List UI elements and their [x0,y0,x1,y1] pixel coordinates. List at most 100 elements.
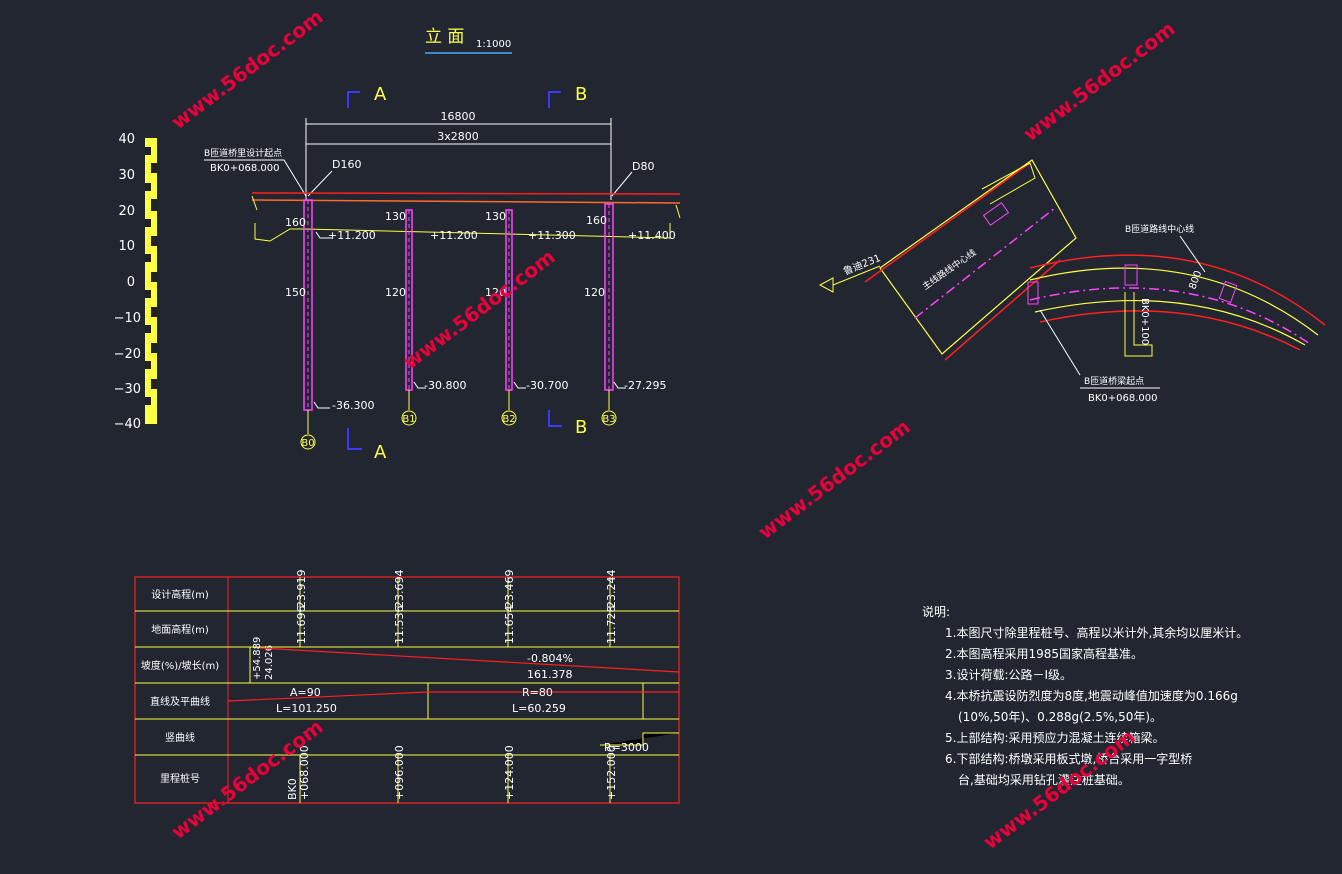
plan-start-label: B匝道桥梁起点 [1084,375,1144,387]
width-dim: 800 [1187,269,1204,291]
profile-table: 设计高程(m) 地面高程(m) 坡度(%)/坡长(m) 直线及平曲线 竖曲线 里… [134,570,680,804]
watermark: www.56doc.com [167,4,328,134]
curve1-l: L=101.250 [276,702,337,715]
ruler-tick: −40 [114,417,141,432]
curve1-a: A=90 [290,686,321,699]
station: +096.000 [393,745,406,800]
watermark: www.56doc.com [754,414,915,544]
pier-b3: B3 160 120 +11.400 -27.295 [584,203,676,426]
start-station: BK0+068.000 [210,163,280,174]
row-label: 坡度(%)/坡长(m) [141,659,219,672]
row-label: 直线及平曲线 [150,695,210,708]
dim-total: 16800 [441,110,476,123]
pier-mid-dim: 150 [285,286,306,299]
main-centerline-label: 主线路线中心线 [920,246,979,292]
row-label: 地面高程(m) [151,623,209,636]
note-line: (10%,50年)、0.288g(2.5%,50年)。 [958,710,1162,724]
pier-mid-dim: 120 [485,286,506,299]
pier-id: B0 [301,438,314,449]
grade-left-2: 24.026 [264,645,275,680]
pier-top-dim: 160 [285,216,306,229]
notes: 说明: 1.本图尺寸除里程桩号、高程以米计外,其余均以厘米计。 2.本图高程采用… [922,604,1248,787]
station: +068.000 [298,745,311,800]
ground-elev: 11.536 [393,606,406,645]
ramp-centerline-label: B匝道路线中心线 [1125,223,1194,235]
ruler-tick: 20 [118,204,135,219]
elevation-title: 立 面 [425,27,464,47]
ruler-tick: 40 [118,132,135,147]
grade-left-1: +54.889 [252,637,263,680]
watermark: www.56doc.com [1019,16,1180,146]
station: BK0 [286,778,299,800]
design-elev: 23.244 [605,570,618,609]
pier-id: B3 [602,414,615,425]
watermarks: www.56doc.com www.56doc.com www.56doc.co… [167,4,1180,854]
grade: -0.804% [527,652,573,665]
vertical-r: R=3000 [604,741,649,754]
ruler-tick: −30 [114,382,141,397]
pier-top-dim: 130 [385,210,406,223]
pier-top-dim: 130 [485,210,506,223]
ruler-tick: 0 [127,275,135,290]
pier-id: B2 [502,414,515,425]
pier-mid-dim: 120 [584,286,605,299]
joint-left: D160 [332,158,361,171]
ground-elev: 11.654 [503,606,516,645]
ruler-tick: 30 [118,168,135,183]
pier-id: B1 [402,414,415,425]
note-line: 1.本图尺寸除里程桩号、高程以米计外,其余均以厘米计。 [945,625,1248,640]
dim-spans: 3x2800 [437,130,479,143]
row-label: 设计高程(m) [151,588,209,601]
note-line: 6.下部结构:桥墩采用板式墩,桥台采用一字型桥 [945,751,1192,766]
ground-elev: 11.728 [605,606,618,645]
note-line: 2.本图高程采用1985国家高程基准。 [945,646,1143,661]
elevation-view: 立 面 1:1000 40 30 20 10 [114,27,681,463]
pier-elev-bottom: -27.295 [624,379,666,392]
pier-elev-top: +11.200 [430,229,478,242]
elevation-scale: 1:1000 [476,39,511,50]
note-line: 台,基础均采用钻孔灌注桩基础。 [958,772,1130,787]
pier-elev-bottom: -30.700 [526,379,568,392]
watermark: www.56doc.com [399,244,560,374]
pier-b2: B2 130 120 +11.300 -30.700 [485,209,576,426]
pier-b1: B1 130 120 +11.200 -30.800 [385,209,478,426]
note-line: 4.本桥抗震设防烈度为8度,地震动峰值加速度为0.166g [945,688,1238,703]
section-b-bottom: B [575,417,587,438]
design-elev: 23.919 [295,570,308,609]
station: +124.000 [503,745,516,800]
pier-elev-top: +11.300 [528,229,576,242]
section-a-top: A [374,84,387,105]
station: +152.000 [605,745,618,800]
design-elev: 23.469 [503,570,516,609]
ruler-tick: 10 [118,239,135,254]
elevation-ruler: 40 30 20 10 0 −10 −20 −30 −40 [114,132,157,432]
pier-mid-dim: 120 [385,286,406,299]
row-label: 里程桩号 [160,772,200,785]
notes-heading: 说明: [922,604,950,619]
pier-top-dim: 160 [586,214,607,227]
pier-b0: B0 160 150 +11.200 -36.300 [285,199,376,450]
plan-station: BK0+100 [1139,298,1150,345]
ground-elev: 11.696 [295,606,308,645]
design-elev: 23.694 [393,570,406,609]
ruler-tick: −20 [114,347,141,362]
plan-start-station: BK0+068.000 [1088,393,1158,404]
curve2-r: R=80 [522,686,553,699]
grade-length: 161.378 [527,668,573,681]
pier-elev-bottom: -30.800 [424,379,466,392]
ruler-tick: −10 [114,311,141,326]
note-line: 5.上部结构:采用预应力混凝土连续箱梁。 [945,730,1165,745]
section-markers [347,91,562,450]
pier-elev-top: +11.200 [328,229,376,242]
start-label: B匝道桥里设计起点 [204,147,282,159]
note-line: 3.设计荷载:公路－I级。 [945,667,1072,682]
section-a-bottom: A [374,442,387,463]
section-b-top: B [575,84,587,105]
piers: B0 160 150 +11.200 -36.300 B1 130 120 +1… [285,199,676,450]
joint-right: D80 [632,160,654,173]
pier-elev-bottom: -36.300 [332,399,374,412]
plan-view: 鲁迪231 主线路线中心线 B匝道路线中心线 800 BK0+100 B匝道桥梁… [818,159,1326,404]
curve2-l: L=60.259 [512,702,566,715]
row-label: 竖曲线 [165,731,195,744]
